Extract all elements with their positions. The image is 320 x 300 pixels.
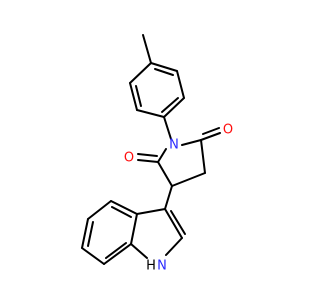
bond-ring-e-double	[135, 85, 142, 107]
bond-c5-n	[157, 148, 167, 163]
bond-ring-b	[176, 70, 185, 99]
bond-n-c2	[181, 139, 202, 146]
bond-ring-d	[136, 109, 165, 118]
bond-c5-c6-double	[87, 221, 94, 247]
bond-c6-c7	[81, 247, 105, 265]
indole-pyrrole-ring	[130, 208, 186, 259]
bond-c3-c2	[164, 208, 183, 239]
structure-svg: N O O H N	[81, 34, 233, 274]
bond-c3a-c4-double	[111, 206, 132, 218]
bond-c2-n1	[165, 237, 183, 256]
bond-c3-c4	[171, 172, 206, 187]
bond-ring-e	[129, 82, 138, 111]
succinimide-ring	[137, 127, 221, 187]
bond-linker	[164, 185, 173, 210]
bond-c2-c3	[200, 139, 206, 174]
bond-ring-c	[163, 97, 185, 118]
bond-c7-c7a-double	[105, 242, 127, 259]
bond-c5-o	[137, 159, 159, 163]
bond-c3-c3a	[136, 208, 166, 215]
indole-benzene-ring	[81, 200, 138, 265]
oxygen-right-label: O	[223, 123, 233, 138]
bond-ring-a-double	[154, 68, 174, 76]
bond-c2-o	[200, 132, 221, 141]
tolyl-ring	[129, 62, 185, 118]
oxygen-left-label: O	[124, 151, 134, 166]
bond-aryl-n	[163, 116, 172, 140]
indole-h-label: H	[146, 259, 156, 274]
bond-ring-a	[150, 62, 178, 72]
imide-nitrogen-label: N	[169, 138, 179, 153]
bond-c3a-c4	[110, 200, 138, 215]
bond-c7-c7a	[103, 243, 132, 265]
bond-c3-c2-double	[170, 210, 186, 235]
bond-methyl	[142, 34, 152, 64]
bond-c3a-c7a	[130, 213, 138, 245]
bond-c5-c6	[81, 218, 89, 249]
molecule-canvas: N O O H N	[81, 34, 233, 274]
bond-ring-c-double	[161, 97, 179, 113]
bond-n1-c7a	[130, 243, 148, 259]
bond-ring-f	[129, 62, 152, 84]
bond-c4-c5	[87, 200, 112, 220]
bond-c4-c5	[157, 161, 173, 187]
indole-nitrogen-label: N	[157, 259, 167, 274]
bond-c5-o-double	[137, 153, 158, 157]
bond-c2-o-double	[202, 127, 220, 135]
